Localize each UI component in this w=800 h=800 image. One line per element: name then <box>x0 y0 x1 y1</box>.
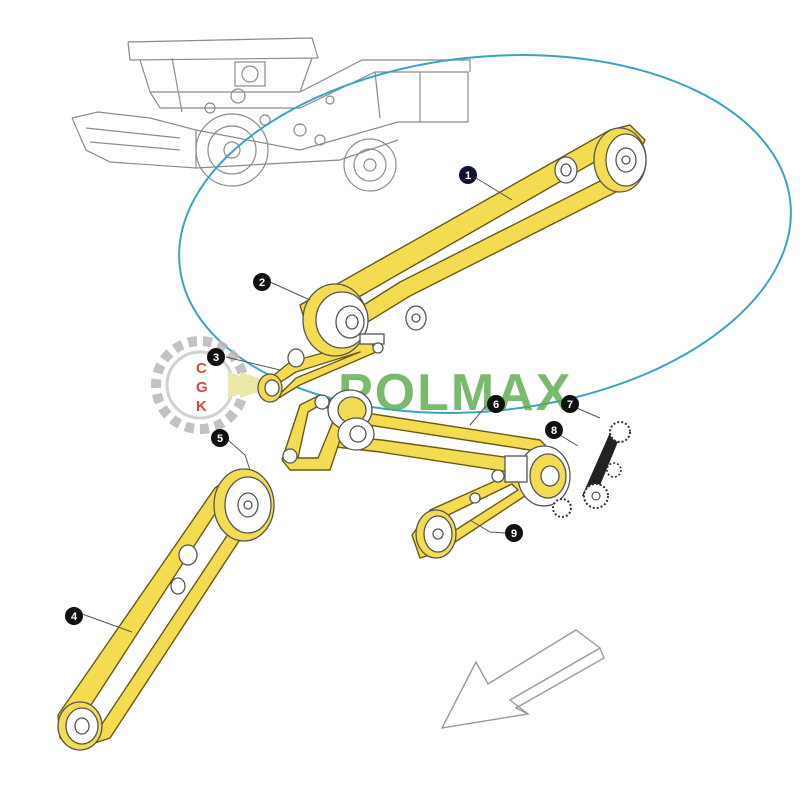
svg-text:1: 1 <box>465 170 471 182</box>
svg-text:2: 2 <box>259 277 265 289</box>
callout-3: 3 <box>207 348 225 366</box>
callout-1: 1 <box>459 166 477 184</box>
chain-drive <box>552 421 631 518</box>
callout-7: 7 <box>561 395 579 413</box>
watermark-letter-k: K <box>196 398 207 415</box>
svg-text:9: 9 <box>511 528 517 540</box>
callout-5: 5 <box>211 429 229 447</box>
watermark-letter-g: G <box>196 379 208 396</box>
callout-2: 2 <box>253 273 271 291</box>
callout-9: 9 <box>505 524 523 542</box>
svg-text:3: 3 <box>213 352 219 364</box>
watermark-letter-c: C <box>196 360 207 377</box>
travel-direction-arrow-icon <box>440 629 605 729</box>
callout-4: 4 <box>65 607 83 625</box>
pulleys <box>57 127 647 751</box>
callout-6: 6 <box>487 395 505 413</box>
callout-8: 8 <box>545 421 563 439</box>
watermark-brand: POLMAX <box>338 364 572 422</box>
combine-harvester-icon <box>71 37 471 192</box>
highlight-ellipse <box>178 54 792 414</box>
svg-text:5: 5 <box>217 433 223 445</box>
svg-text:4: 4 <box>71 611 78 623</box>
svg-text:6: 6 <box>493 399 499 411</box>
svg-text:8: 8 <box>551 425 557 437</box>
svg-text:7: 7 <box>567 399 573 411</box>
